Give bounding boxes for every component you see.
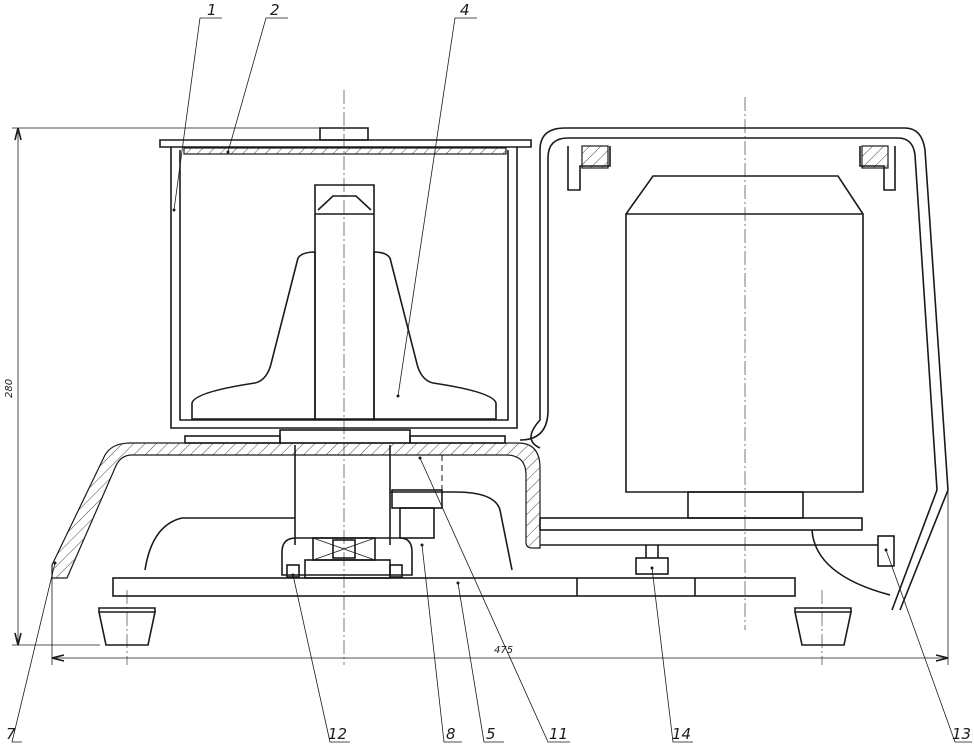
bowl xyxy=(159,127,532,429)
height-dimension: 280 xyxy=(4,379,15,398)
feet xyxy=(98,607,852,646)
motor-housing xyxy=(519,127,949,611)
motor xyxy=(539,175,895,596)
drive-assembly xyxy=(281,455,443,579)
callout-14: 14 xyxy=(672,725,691,743)
callout-7: 7 xyxy=(6,725,16,743)
width-dimension: 475 xyxy=(494,645,513,656)
callout-1: 1 xyxy=(207,1,217,19)
center-lines xyxy=(126,90,823,665)
base-plate xyxy=(112,577,796,597)
bowl-support xyxy=(184,429,506,444)
dimension-lines xyxy=(12,127,949,665)
callout-4: 4 xyxy=(460,1,470,19)
callout-8: 8 xyxy=(446,725,456,743)
callout-12: 12 xyxy=(328,725,347,743)
kneading-tool xyxy=(191,184,497,420)
callout-13: 13 xyxy=(952,725,971,743)
callout-11: 11 xyxy=(549,725,568,743)
leader-lines xyxy=(11,17,972,743)
lower-housing xyxy=(51,442,541,579)
callout-2: 2 xyxy=(270,1,280,19)
callout-5: 5 xyxy=(486,725,496,743)
